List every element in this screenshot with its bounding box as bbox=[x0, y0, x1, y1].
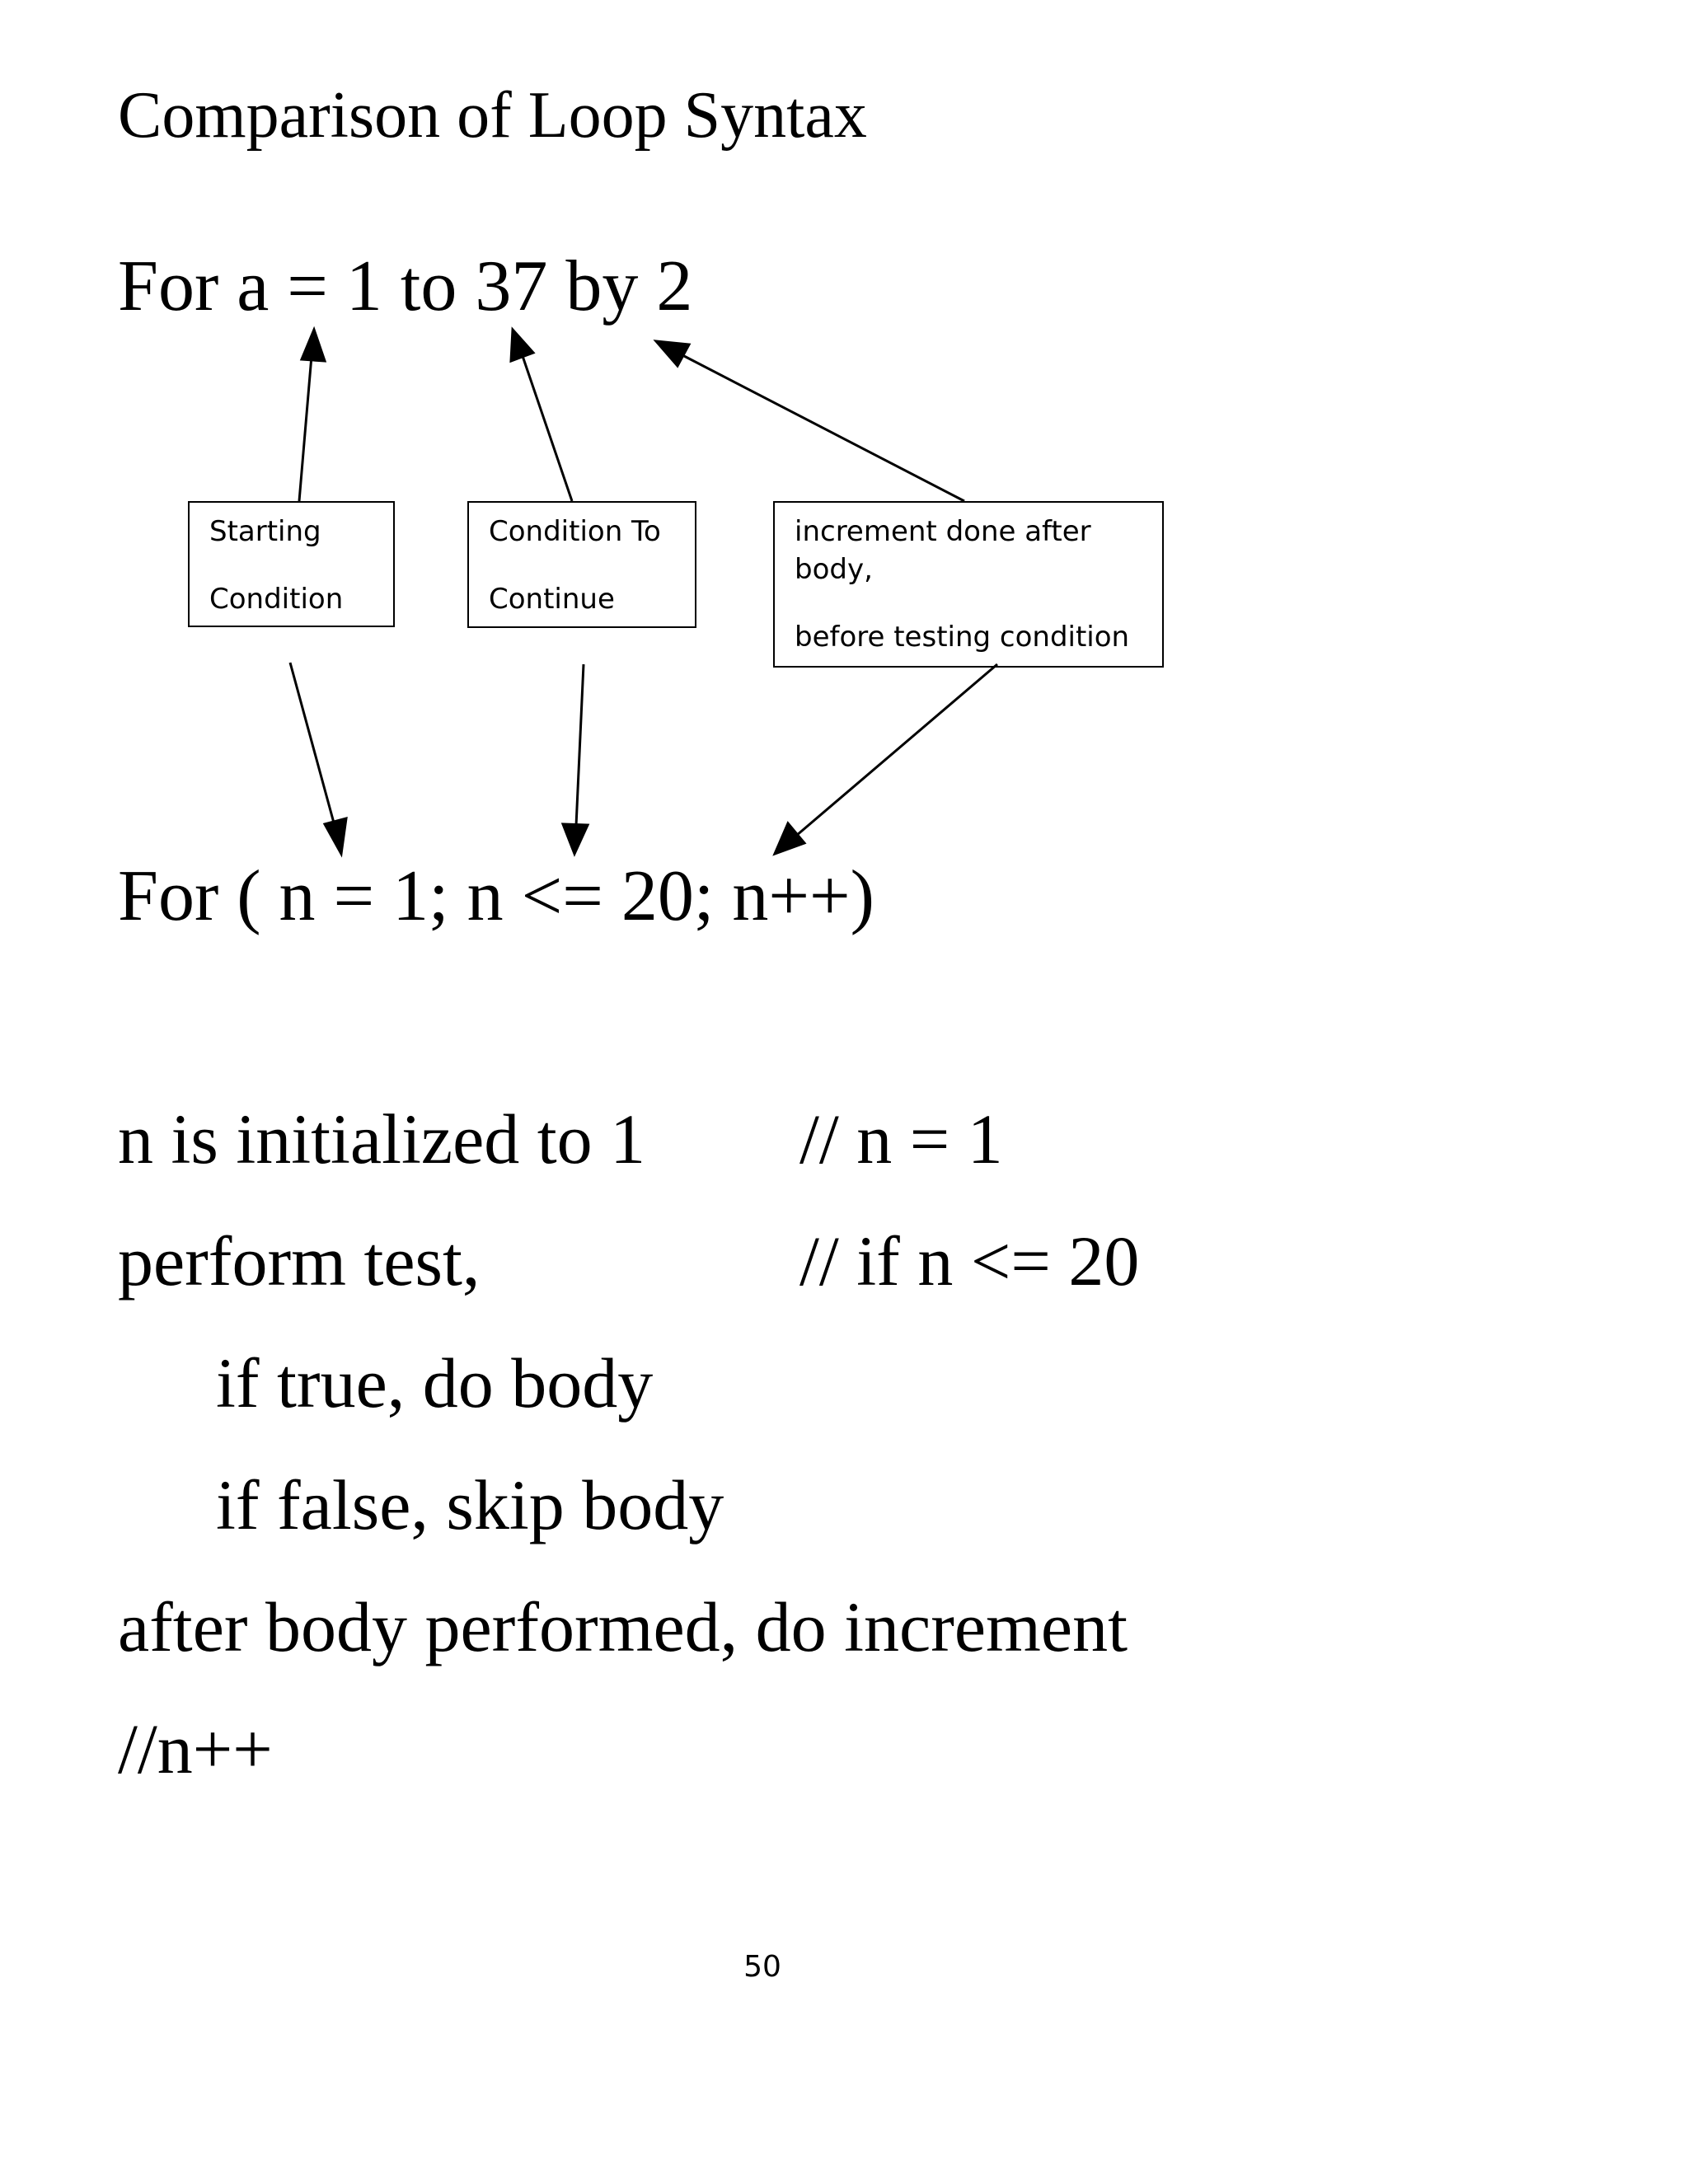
arrow-continue-to-c bbox=[574, 663, 585, 827]
arrow-increment-to-c bbox=[795, 663, 998, 837]
c-loop-syntax: For ( n = 1; n <= 20; n++) bbox=[118, 856, 874, 936]
step-increment-comment: //n++ bbox=[118, 1709, 273, 1788]
box-text: body, bbox=[795, 553, 873, 586]
pseudo-loop-syntax: For a = 1 to 37 by 2 bbox=[118, 246, 693, 326]
box-text: before testing condition bbox=[795, 621, 1130, 654]
box-text: increment done after bbox=[795, 515, 1091, 548]
arrow-start-to-pseudo-head bbox=[299, 326, 327, 363]
page-title: Comparison of Loop Syntax bbox=[118, 79, 867, 152]
box-text: Starting bbox=[209, 515, 321, 548]
step-if-true: if true, do body bbox=[216, 1343, 654, 1422]
step-after-body: after body performed, do increment bbox=[118, 1587, 1128, 1666]
starting-condition-box: Starting Condition bbox=[188, 501, 395, 627]
step-init: n is initialized to 1 bbox=[118, 1099, 646, 1179]
box-text: Continue bbox=[489, 583, 615, 616]
step-if-false: if false, skip body bbox=[216, 1465, 724, 1544]
arrow-continue-to-c-head bbox=[560, 823, 590, 857]
arrow-start-to-pseudo bbox=[298, 355, 313, 502]
arrow-increment-to-c-head bbox=[772, 821, 807, 856]
box-text: Condition To bbox=[489, 515, 661, 548]
arrow-start-to-c-head bbox=[322, 816, 348, 858]
step-test: perform test, bbox=[118, 1221, 481, 1301]
arrow-continue-to-pseudo-head bbox=[509, 326, 536, 363]
arrow-increment-to-pseudo bbox=[683, 354, 965, 503]
continue-condition-box: Condition To Continue bbox=[467, 501, 696, 628]
page-number: 50 bbox=[743, 1950, 781, 1984]
step-test-comment: // if n <= 20 bbox=[799, 1221, 1140, 1301]
arrow-start-to-c bbox=[288, 662, 336, 827]
arrow-increment-to-pseudo-head bbox=[653, 340, 692, 368]
box-text: Condition bbox=[209, 583, 344, 616]
arrow-continue-to-pseudo bbox=[521, 355, 574, 502]
step-init-comment: // n = 1 bbox=[799, 1099, 1003, 1179]
increment-box: increment done after body, before testin… bbox=[773, 501, 1164, 668]
